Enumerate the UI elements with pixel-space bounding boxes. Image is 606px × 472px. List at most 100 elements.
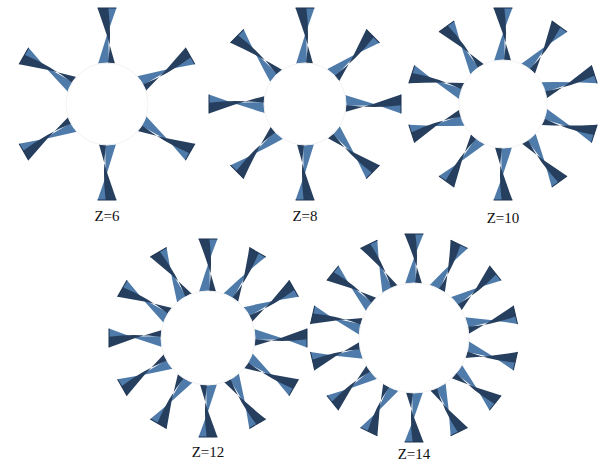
twisted-blade xyxy=(243,280,298,323)
twisted-blade xyxy=(405,234,424,284)
blade-tip xyxy=(311,306,315,324)
blade-tip xyxy=(405,234,424,235)
blade-tip xyxy=(230,29,243,42)
blade-face-dark xyxy=(311,342,364,370)
twisted-blade xyxy=(494,8,513,61)
blade-face-dark xyxy=(151,374,193,429)
twisted-blade xyxy=(118,280,173,323)
blade-tip xyxy=(513,306,517,324)
twisted-blade xyxy=(409,108,465,142)
blade-tip xyxy=(360,240,377,248)
blade-face-dark xyxy=(429,240,467,293)
blade-face-light xyxy=(231,29,284,82)
hub xyxy=(161,291,255,385)
twisted-blade xyxy=(19,116,77,160)
blade-tip xyxy=(98,200,117,201)
blade-face-light xyxy=(327,126,380,179)
twisted-blade xyxy=(109,329,162,348)
blade-face-light xyxy=(465,306,518,335)
blade-tip xyxy=(405,442,424,443)
blade-face-dark xyxy=(98,8,116,64)
blade-face-dark xyxy=(138,116,195,159)
blade-face-light xyxy=(109,329,162,347)
blade-face-dark xyxy=(465,341,518,369)
blade-tip xyxy=(552,176,567,187)
blade-face-light xyxy=(199,239,217,292)
blade-tip xyxy=(366,29,379,42)
blade-tip xyxy=(327,266,339,281)
hub xyxy=(459,60,547,148)
blade-face-light xyxy=(254,329,307,347)
twisted-blade xyxy=(465,341,518,371)
blade-tip xyxy=(199,239,218,240)
blade-face-light xyxy=(439,21,485,75)
twisted-blade xyxy=(209,95,265,114)
twisted-blade xyxy=(345,95,401,114)
blade-face-light xyxy=(521,133,567,187)
blade-face-dark xyxy=(521,21,566,74)
blade-face-dark xyxy=(440,134,485,187)
blade-face-dark xyxy=(99,144,117,200)
blade-face-light xyxy=(494,8,512,61)
twisted-blade xyxy=(199,384,218,437)
blade-tip xyxy=(150,419,166,428)
blade-tip xyxy=(296,200,315,201)
blade-tip xyxy=(118,379,127,395)
twisted-blade xyxy=(541,65,597,99)
blade-face-dark xyxy=(362,383,400,436)
blade-tip xyxy=(19,144,28,160)
twisted-blade xyxy=(521,21,567,75)
blade-tip xyxy=(409,65,415,83)
blade-face-light xyxy=(137,116,195,160)
blade-face-dark xyxy=(541,108,597,141)
twisted-blade xyxy=(243,353,298,396)
blade-face-dark xyxy=(137,48,194,91)
blade-face-light xyxy=(541,66,597,100)
blade-face-light xyxy=(345,95,401,113)
blade-tip xyxy=(591,65,597,83)
blade-face-dark xyxy=(200,384,218,437)
blade-face-light xyxy=(243,281,298,323)
blade-face-dark xyxy=(296,8,314,64)
blade-tip xyxy=(249,248,265,257)
blade-tip xyxy=(230,165,243,178)
blade-tip xyxy=(360,428,377,436)
twisted-blade xyxy=(327,126,380,179)
twisted-blade xyxy=(137,116,195,160)
blade-face-light xyxy=(360,383,398,436)
blade-tip xyxy=(311,352,315,370)
blade-face-dark xyxy=(405,234,423,284)
twisted-blade xyxy=(223,248,266,303)
blade-face-light xyxy=(199,384,217,437)
twisted-blade xyxy=(98,144,117,200)
blade-tip xyxy=(307,329,308,348)
blade-face-dark xyxy=(254,329,307,347)
twisted-blade xyxy=(439,133,485,187)
blade-tip xyxy=(552,21,567,32)
blade-face-dark xyxy=(465,306,518,334)
twisted-blade xyxy=(223,373,266,428)
blade-face-dark xyxy=(199,239,217,292)
blade-face-dark xyxy=(345,95,401,113)
impeller xyxy=(209,8,401,200)
blade-face-dark xyxy=(231,127,283,179)
blade-tip xyxy=(19,48,28,64)
blade-face-dark xyxy=(495,147,513,200)
blade-face-light xyxy=(409,65,465,99)
twisted-blade xyxy=(360,240,399,293)
hub xyxy=(264,63,346,145)
blade-face-light xyxy=(118,353,173,395)
blade-face-dark xyxy=(230,30,282,82)
blade-face-dark xyxy=(311,307,364,335)
twisted-blade xyxy=(405,392,424,442)
blade-count-label: Z=14 xyxy=(398,445,431,463)
blade-face-light xyxy=(429,240,467,293)
blade-tip xyxy=(494,8,513,9)
blade-face-light xyxy=(465,341,518,370)
blade-face-light xyxy=(98,8,116,64)
blade-face-light xyxy=(19,116,77,160)
blade-face-dark xyxy=(327,29,379,81)
blade-tip xyxy=(409,125,415,143)
blade-face-light xyxy=(541,109,597,143)
